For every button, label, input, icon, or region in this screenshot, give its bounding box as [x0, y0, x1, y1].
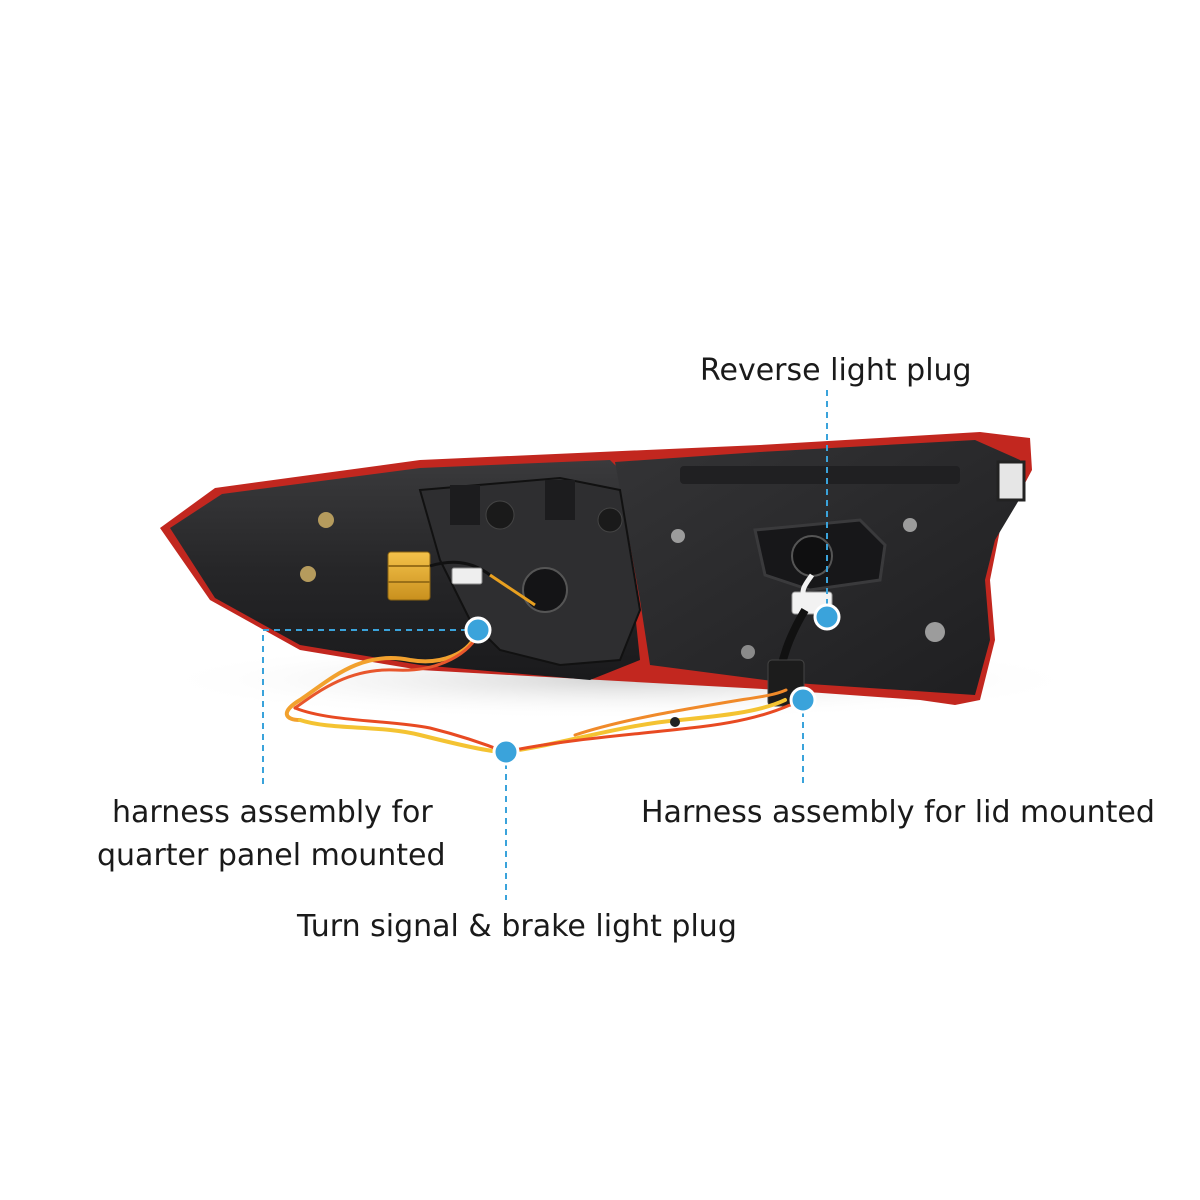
mounting-bolt	[300, 566, 316, 582]
quarter-panel-harness-label-line1: harness assembly for	[112, 795, 433, 830]
screw-boss	[597, 507, 623, 533]
callout-marker-lid	[789, 686, 817, 714]
lid-harness-label: Harness assembly for lid mounted	[641, 795, 1155, 830]
resistor-wire	[429, 560, 491, 577]
reverse-plug-wire	[800, 573, 815, 602]
socket-wires	[489, 573, 536, 607]
wire-harness	[284, 628, 792, 754]
bracket-post	[450, 485, 480, 525]
load-resistor	[387, 551, 431, 601]
turn-brake-plug-label: Turn signal & brake light plug	[297, 909, 737, 944]
callout-marker-turn-brake	[492, 738, 520, 766]
callout-marker-quarter-panel	[464, 616, 492, 644]
bracket-post	[545, 480, 575, 520]
callout-marker-reverse	[813, 603, 841, 631]
mounting-bolt	[741, 645, 755, 659]
mounting-bolt	[925, 622, 945, 642]
quarter-panel-connector	[451, 567, 483, 585]
mounting-bolt	[671, 529, 685, 543]
mounting-bolt	[903, 518, 917, 532]
mounting-bolt	[318, 512, 334, 528]
turn-brake-socket	[522, 567, 568, 613]
housing-rail	[680, 466, 960, 484]
callout-lines	[262, 390, 828, 900]
reverse-light-plug-label: Reverse light plug	[700, 353, 972, 388]
quarter-panel-harness-label-line2: quarter panel mounted	[97, 838, 446, 873]
screw-boss	[485, 500, 515, 530]
housing-clip	[996, 460, 1026, 502]
